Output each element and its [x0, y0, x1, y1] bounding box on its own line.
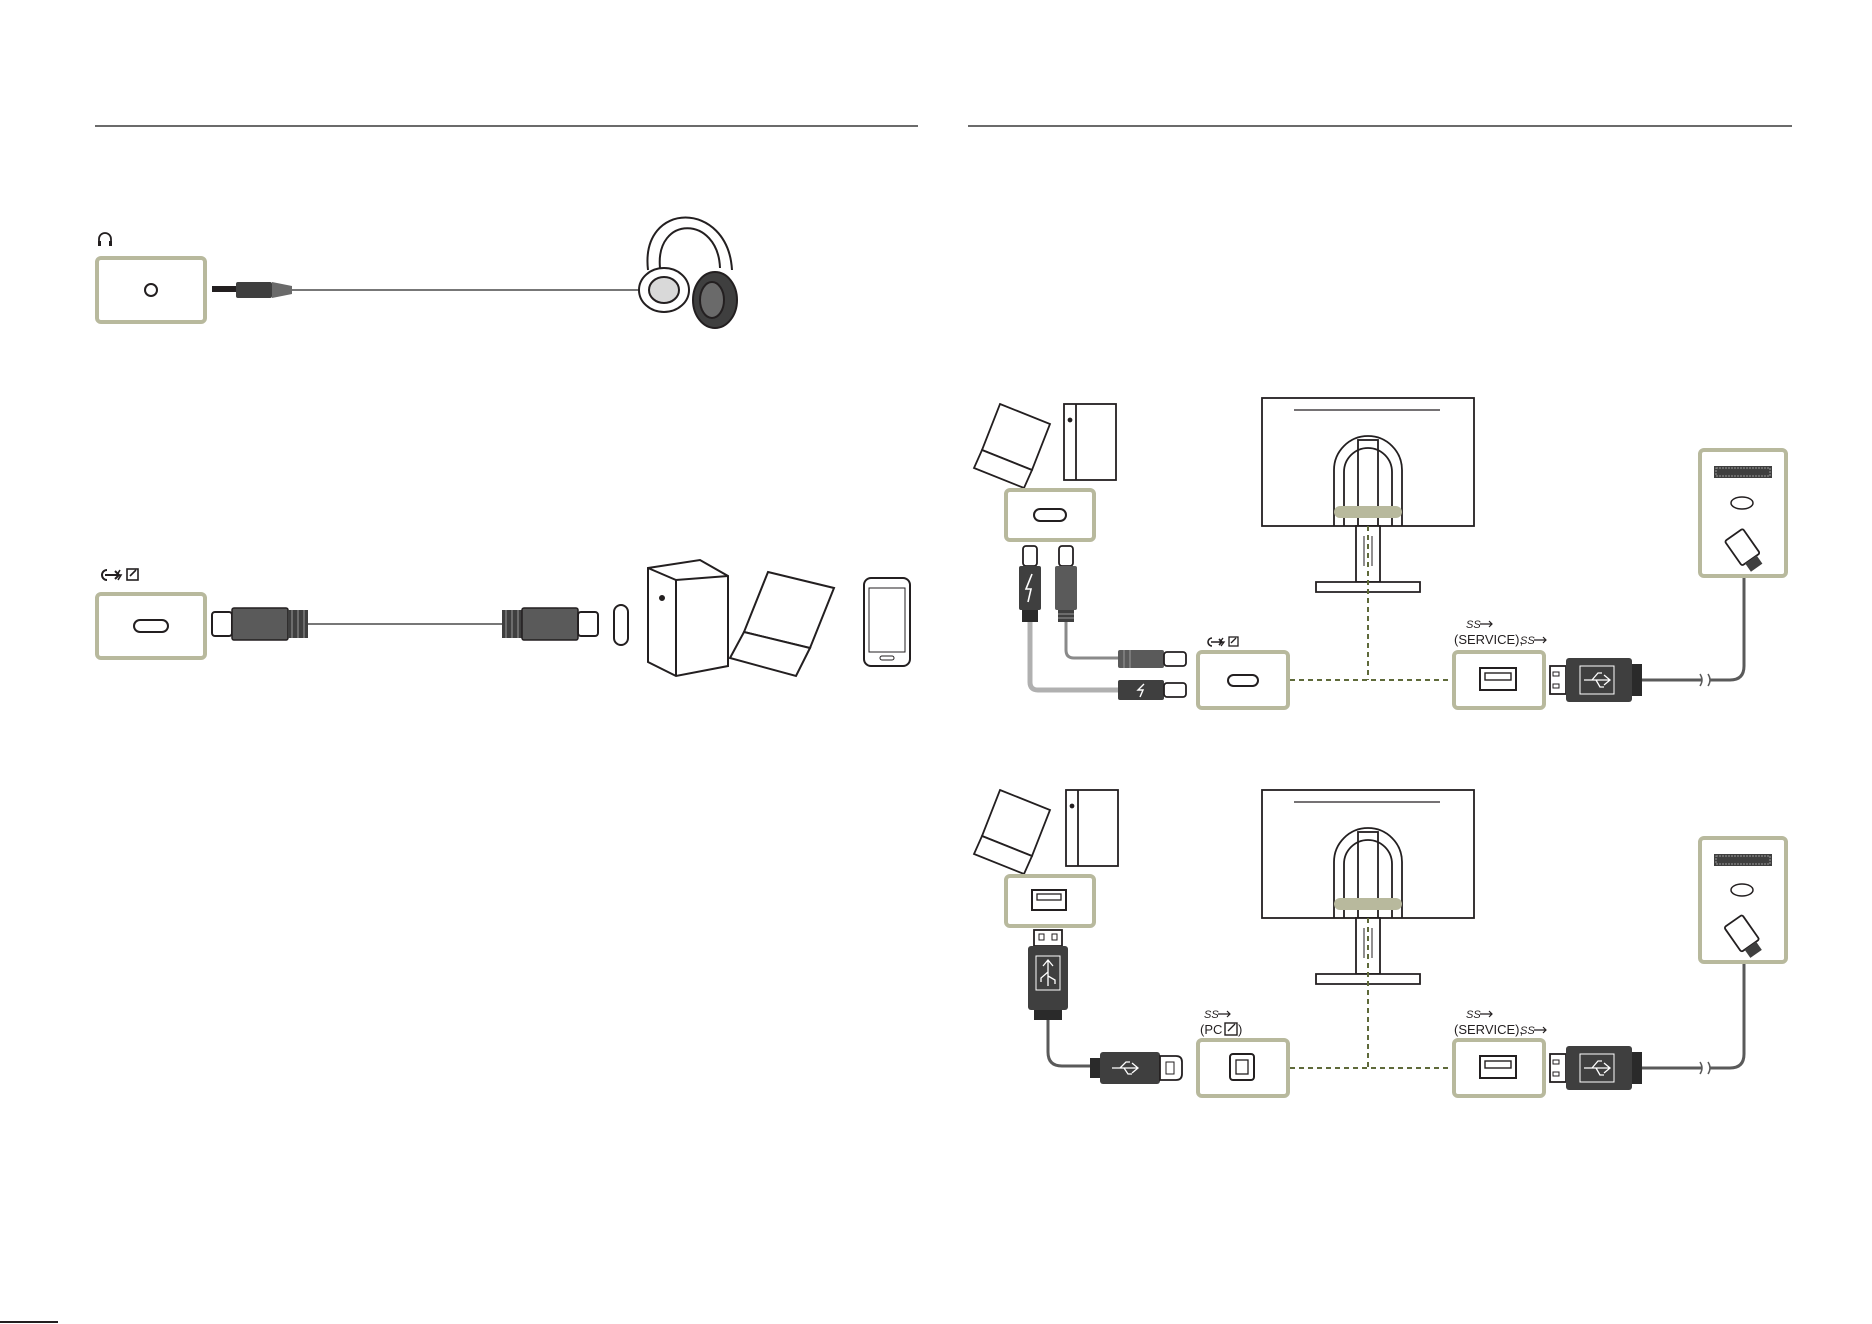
stand-band-top — [1334, 506, 1402, 518]
usb-upstream-cable — [1048, 1020, 1090, 1066]
pc-port-icon-arrow — [1228, 1024, 1235, 1031]
usbc-plug-h1 — [1118, 650, 1186, 668]
usb-a-plug-vertical — [1028, 930, 1068, 1020]
usb-ss-icon-top1 — [1480, 621, 1492, 627]
ss-mark-pc: SS — [1204, 1009, 1219, 1021]
peripheral-cable-bottom — [1642, 962, 1744, 1068]
source-laptop-top — [974, 404, 1050, 488]
pc-port-label-close: ) — [1238, 1022, 1242, 1037]
usbc-source-connection — [97, 560, 910, 676]
usb-ss-icon-bottom1 — [1480, 1011, 1492, 1017]
headphones — [639, 218, 737, 329]
usb-ss-icon-pc — [1218, 1011, 1230, 1017]
device-usbc-receptacle — [614, 605, 628, 645]
usb-a-plug-bottom — [1550, 1046, 1642, 1090]
desktop-pc — [648, 560, 728, 676]
stand-band-bottom — [1334, 898, 1402, 910]
usbc-cable-vertical — [1066, 622, 1118, 658]
usb-ss-icon-top2 — [1534, 637, 1546, 643]
hub-connection-top: SS (SERVICE), SS — [974, 398, 1786, 708]
usb-c-power-icon — [102, 569, 138, 580]
usb-ss-icon-bottom2 — [1534, 1027, 1546, 1033]
usb-b-plug — [1090, 1052, 1182, 1084]
usbc-port-frame — [97, 594, 205, 658]
mouse-icon-bottom — [1731, 884, 1753, 896]
ss-mark-bottom1: SS — [1466, 1009, 1481, 1021]
source-pc-top — [1064, 404, 1116, 480]
peripheral-cable-top — [1642, 575, 1744, 680]
headphone-port-frame — [97, 258, 205, 322]
keyboard-icon-top — [1714, 466, 1772, 478]
thunderbolt-plug-h2 — [1118, 680, 1186, 700]
laptop — [730, 572, 834, 676]
service-label-top: (SERVICE), — [1454, 632, 1523, 647]
pc-port-label: (PC — [1200, 1022, 1222, 1037]
hub-connection-bottom: SS (PC ) SS (SERVICE), — [974, 790, 1786, 1096]
smartphone — [864, 578, 910, 666]
cable-break-bottom — [1700, 1062, 1710, 1074]
thunderbolt-plug — [1019, 546, 1041, 622]
usb-c-power-icon-monitor — [1208, 637, 1238, 646]
pc-upstream-port-frame — [1198, 1040, 1288, 1096]
cable-break-top — [1700, 674, 1710, 686]
mouse-icon-top — [1731, 497, 1753, 509]
thunderbolt-cable — [1030, 622, 1118, 690]
keyboard-icon-bottom — [1714, 854, 1772, 866]
usbc-plug-right — [502, 608, 598, 640]
ss-mark-bottom2: SS — [1520, 1025, 1535, 1037]
ss-mark-top1: SS — [1466, 619, 1481, 631]
audio-plug — [212, 282, 292, 298]
pc-port-icon — [1225, 1023, 1237, 1035]
usb-a-plug-top — [1550, 658, 1642, 702]
headphone-icon — [98, 233, 112, 246]
usbc-plug-left — [212, 608, 308, 640]
monitor-usbc-port-frame — [1198, 652, 1288, 708]
ss-mark-top2: SS — [1520, 635, 1535, 647]
source-pc-bottom — [1066, 790, 1118, 866]
source-laptop-bottom — [974, 790, 1050, 874]
source-usbc-port-frame — [1006, 490, 1094, 540]
headphone-connection — [97, 218, 737, 329]
source-usb-port-frame — [1006, 876, 1094, 926]
service-label-bottom: (SERVICE), — [1454, 1022, 1523, 1037]
usbc-plug-vertical — [1055, 546, 1077, 622]
